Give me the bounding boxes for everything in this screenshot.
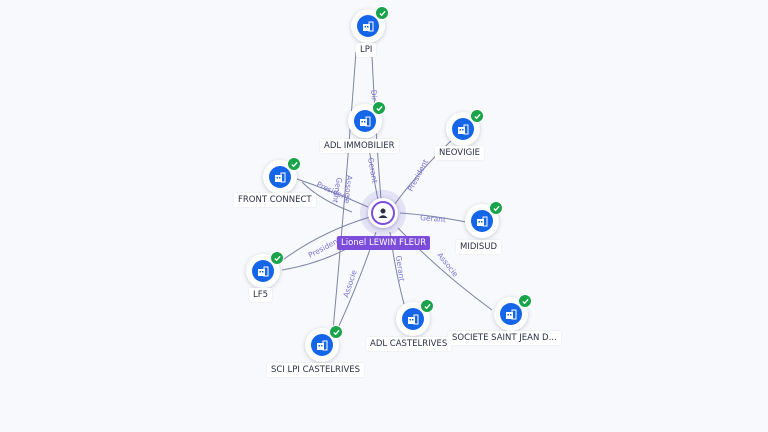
edge-label-4: President [406,158,430,193]
company-label-societe-saint-jean[interactable]: SOCIETE SAINT JEAN D... [448,331,561,345]
company-label-neovigie[interactable]: NEOVIGIE [435,146,485,160]
person-node[interactable] [368,198,398,228]
edge-label-6: Gerant [420,213,447,224]
person-icon [373,203,393,223]
edge-label-0: Dir [369,89,379,102]
company-node-front-connect[interactable] [263,157,303,200]
building-icon [311,334,333,356]
edge-midisud [399,212,467,223]
edge-label-10: Associe [341,269,358,299]
edge-label-2: Associe [343,175,354,204]
company-node-societe-saint-jean[interactable] [494,294,534,337]
verified-check-icon [489,201,503,215]
edge-label-8: Gerant [394,255,407,282]
edge-label-1: Gerant [366,157,379,184]
company-node-lpi[interactable] [351,6,391,49]
edge-front-connect-2 [301,181,353,213]
company-node-lf5[interactable] [246,251,286,294]
person-name-label[interactable]: Lionel LEWIN FLEUR [337,236,431,250]
company-node-sci-lpi-castelrives[interactable] [305,325,345,368]
company-label-adl-castelrives[interactable]: ADL CASTELRIVES [366,337,452,351]
company-label-front-connect[interactable]: FRONT CONNECT [234,193,316,207]
company-label-adl-immobilier[interactable]: ADL IMMOBILIER [320,139,399,153]
edge-lpi-sci [332,51,357,331]
company-label-midisud[interactable]: MIDISUD [456,240,502,254]
company-label-lf5[interactable]: LF5 [249,288,273,302]
verified-check-icon [287,157,301,171]
verified-check-icon [372,101,386,115]
building-icon [500,303,522,325]
edge-label-3: Gerant [331,177,344,204]
company-label-lpi[interactable]: LPI [356,43,377,57]
verified-check-icon [329,325,343,339]
verified-check-icon [375,6,389,20]
company-node-adl-castelrives[interactable] [396,299,436,342]
verified-check-icon [270,251,284,265]
edge-front-connect [293,177,369,208]
building-icon [269,166,291,188]
building-icon [354,110,376,132]
building-icon [402,308,424,330]
company-node-midisud[interactable] [465,201,505,244]
company-label-sci-lpi-castelrives[interactable]: SCI LPI CASTELRIVES [267,363,365,377]
company-node-neovigie[interactable] [446,109,486,152]
verified-check-icon [518,294,532,308]
edge-lf5 [279,216,371,263]
building-icon [252,260,274,282]
verified-check-icon [420,299,434,313]
company-node-adl-immobilier[interactable] [348,101,388,144]
building-icon [471,210,493,232]
building-icon [452,118,474,140]
verified-check-icon [470,109,484,123]
building-icon [357,15,379,37]
